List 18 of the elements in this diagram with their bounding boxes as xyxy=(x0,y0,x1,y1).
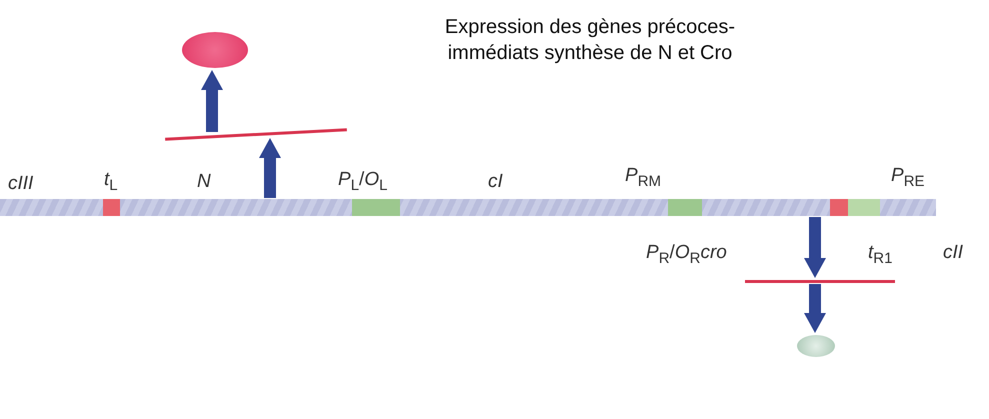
title: Expression des gènes précoces-immédiats synthèse de N et Cro xyxy=(444,15,736,66)
protein-ellipse xyxy=(797,335,835,357)
gene-label: cI xyxy=(488,172,503,191)
terminator-label: t$_{R1}$ xyxy=(868,243,892,266)
dna-bar xyxy=(0,199,936,216)
promoter-label: P$_{RM}$ xyxy=(625,166,662,189)
gene-label: N xyxy=(197,172,211,191)
promoter-label: P$_{RE}$ xyxy=(891,166,925,189)
terminator-label: t$_{L}$ xyxy=(104,170,118,193)
arrow xyxy=(259,138,281,198)
gene-label: cIII xyxy=(8,174,34,193)
promoter-label: P$_{L}$/O$_{L}$ xyxy=(338,170,388,193)
arrow xyxy=(804,217,826,278)
promoter-label: P$_{R}$/O$_{R}$cro xyxy=(646,243,727,266)
mrna-line xyxy=(745,280,895,283)
gene-label: cII xyxy=(943,243,964,262)
arrow xyxy=(804,284,826,333)
arrow xyxy=(201,70,223,132)
